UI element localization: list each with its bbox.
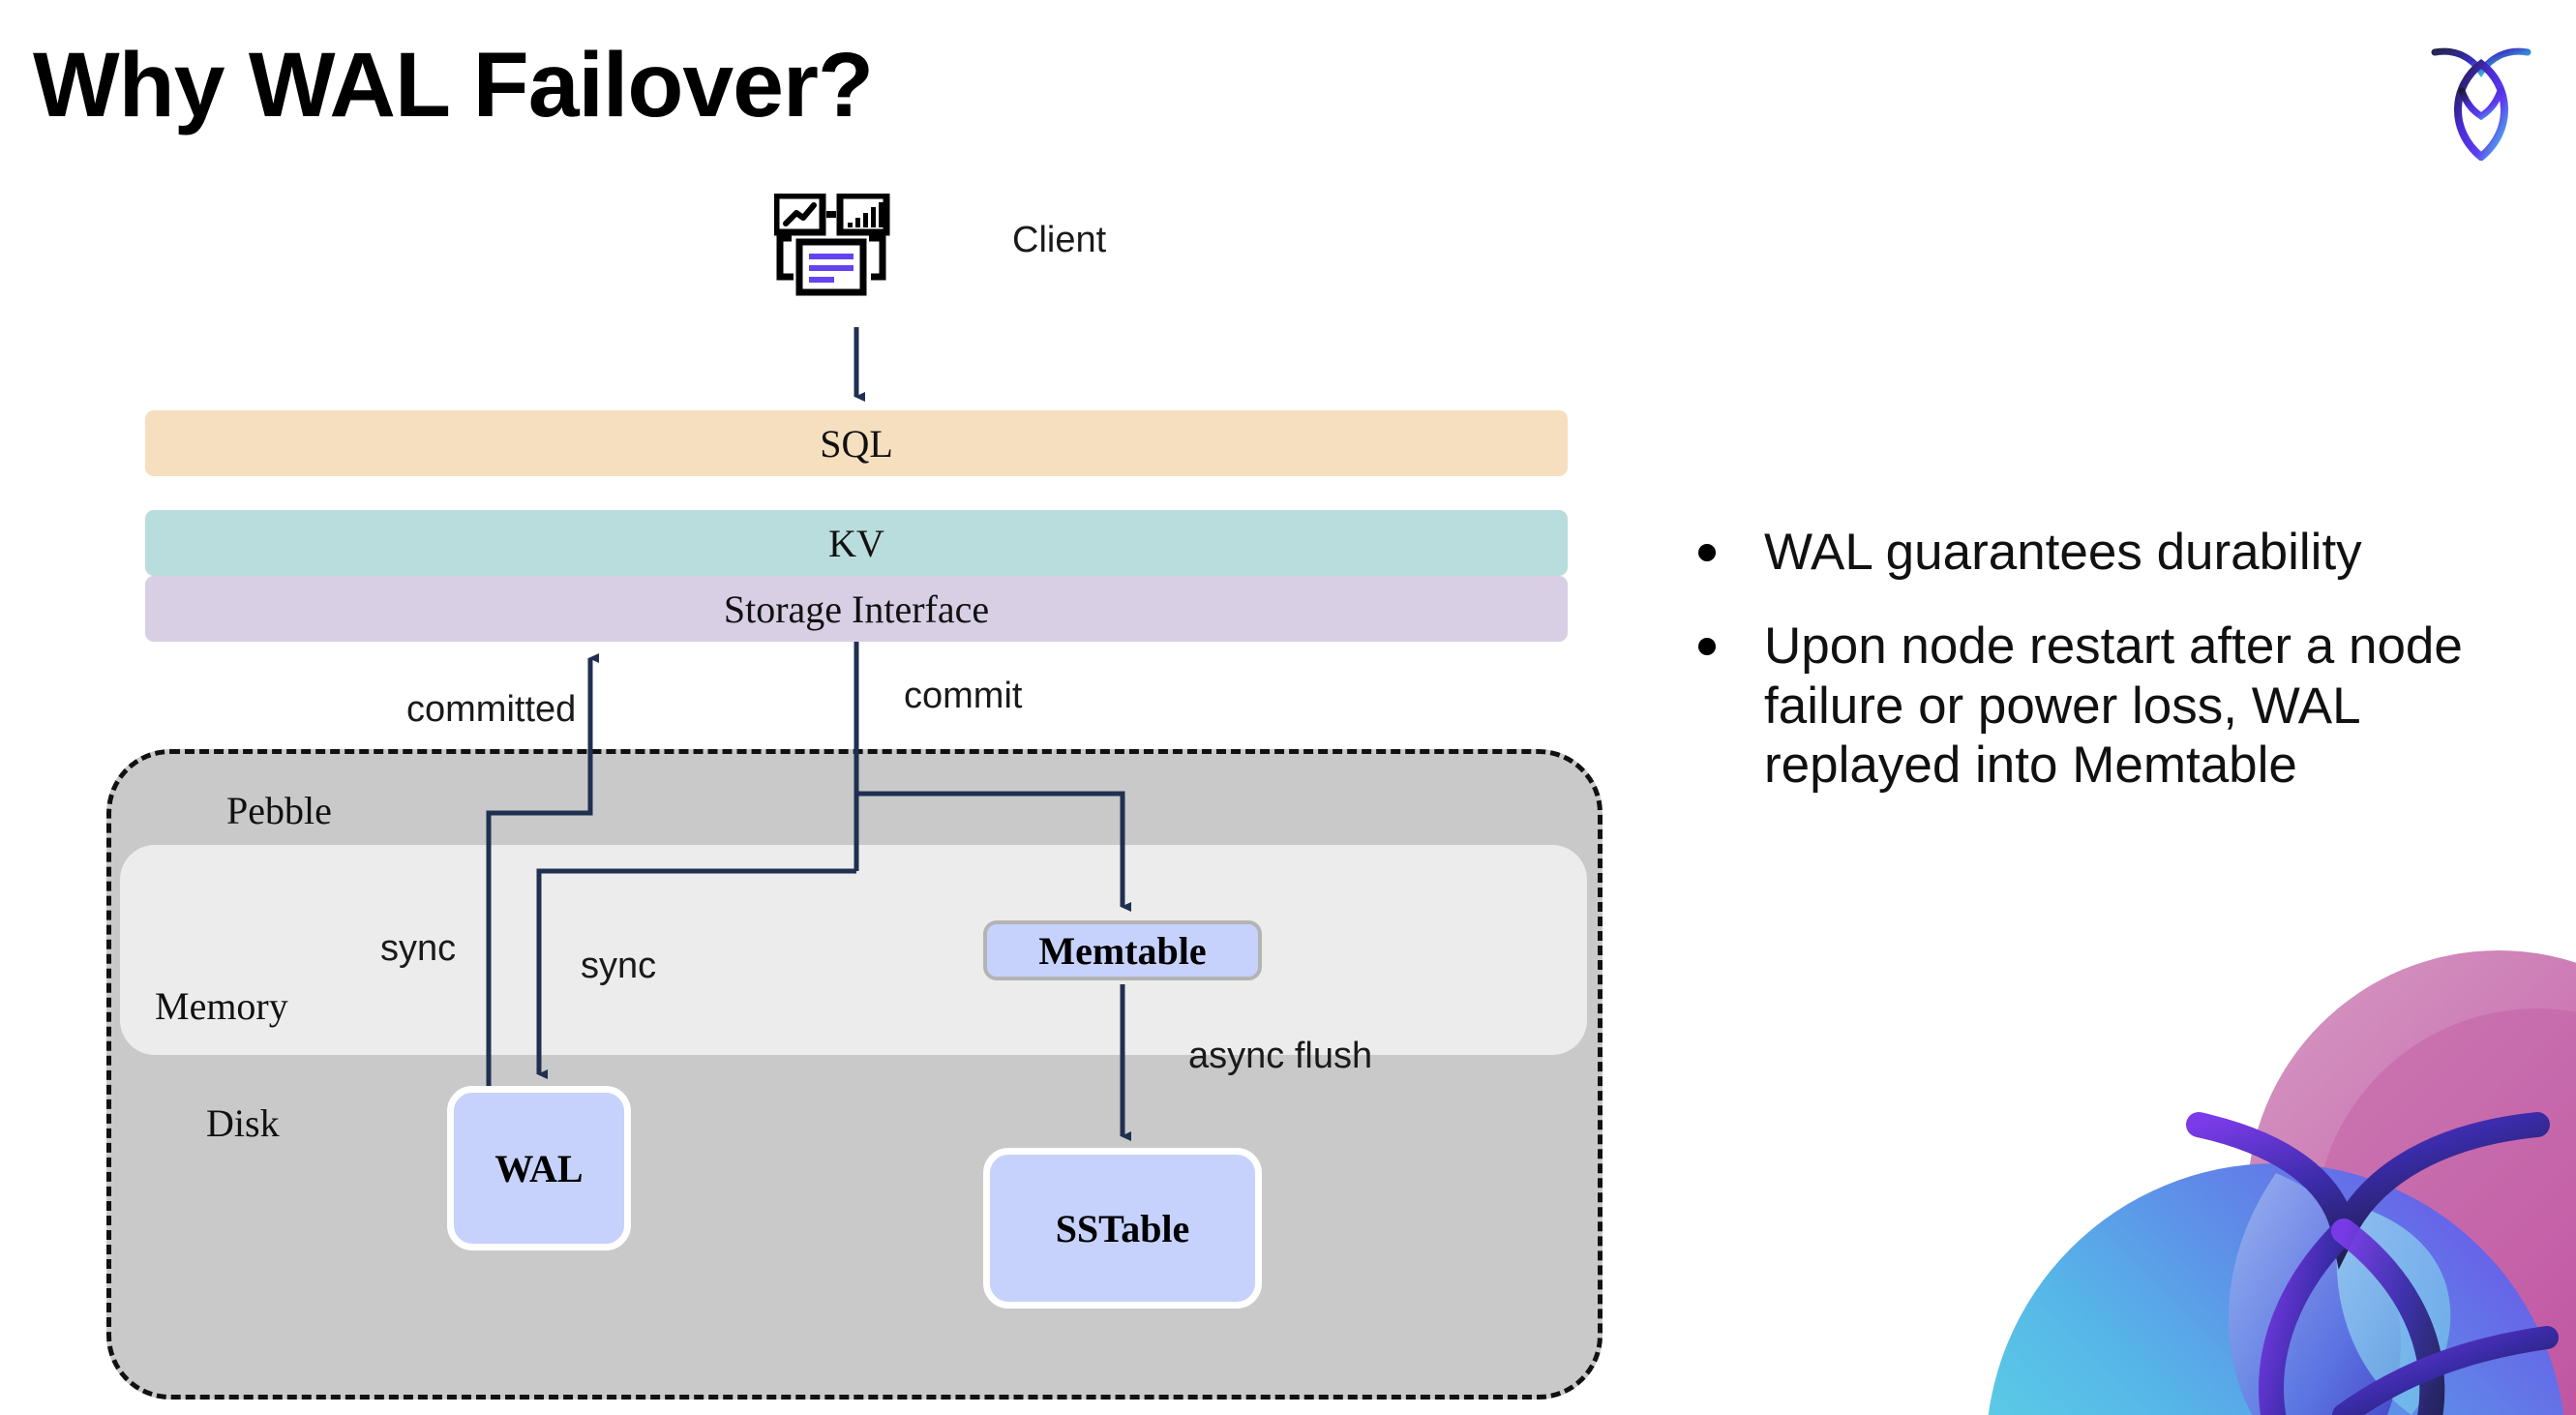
- bullet-dot-icon: [1698, 638, 1716, 656]
- node-wal-label: WAL: [494, 1146, 584, 1190]
- bullet-dot-icon: [1698, 544, 1716, 561]
- client-label: Client: [1012, 220, 1107, 260]
- disk-label: Disk: [206, 1101, 280, 1145]
- bullet-text: Upon node restart after a node failure o…: [1764, 617, 2463, 795]
- list-item: WAL guarantees durability: [1698, 523, 2531, 582]
- cockroach-logo-icon: [2427, 35, 2535, 163]
- node-wal: WAL: [447, 1086, 631, 1250]
- memory-label: Memory: [155, 984, 288, 1028]
- node-sstable-label: SSTable: [1055, 1206, 1190, 1250]
- edge-label-sync-left: sync: [380, 928, 457, 969]
- page-title: Why WAL Failover?: [33, 34, 874, 136]
- cockroach-watermark-icon: [1957, 912, 2576, 1415]
- node-sstable: SSTable: [983, 1148, 1262, 1309]
- edge-label-async-flush: async flush: [1188, 1036, 1373, 1076]
- edge-commit-to-memtable: [856, 791, 1131, 912]
- node-memtable-label: Memtable: [1038, 928, 1207, 973]
- architecture-diagram: Pebble Memory Disk SQL KV Storage Interf…: [106, 192, 1603, 1400]
- edge-label-committed: committed: [406, 689, 577, 730]
- list-item: Upon node restart after a node failure o…: [1698, 617, 2531, 795]
- bullet-list: WAL guarantees durability Upon node rest…: [1698, 523, 2531, 830]
- edge-committed-to-storage: [486, 653, 599, 1086]
- layer-kv-label: KV: [828, 521, 884, 565]
- layer-sql: SQL: [145, 410, 1568, 476]
- layer-sql-label: SQL: [820, 421, 893, 466]
- layer-storage-interface-label: Storage Interface: [723, 587, 990, 631]
- node-memtable: Memtable: [983, 920, 1262, 980]
- layer-kv: KV: [145, 510, 1568, 576]
- layer-storage-interface: Storage Interface: [145, 576, 1568, 642]
- edge-label-commit: commit: [904, 676, 1023, 716]
- diagram-connectors: [486, 327, 1131, 1141]
- bullet-text: WAL guarantees durability: [1764, 524, 2362, 581]
- client-dashboard-icon: [772, 192, 929, 329]
- edge-label-sync-right: sync: [581, 946, 657, 986]
- edge-sync-right-to-wal: [536, 868, 856, 1079]
- memory-region: [120, 845, 1587, 1055]
- pebble-label: Pebble: [226, 789, 332, 832]
